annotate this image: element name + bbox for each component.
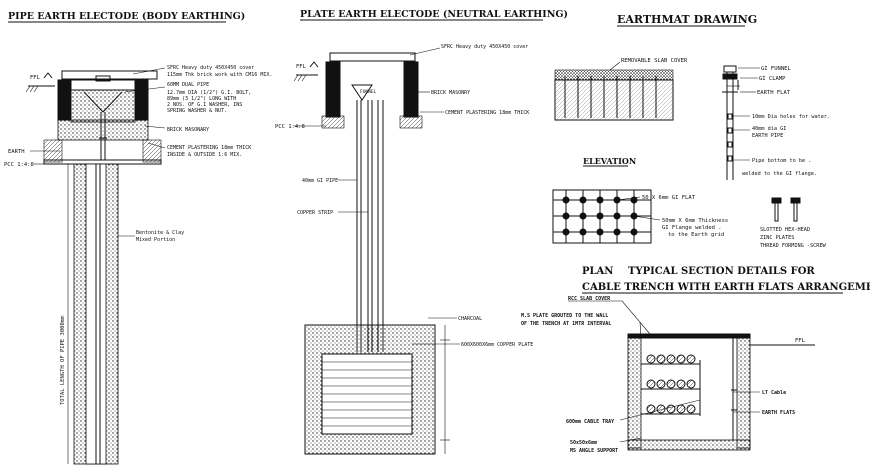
plate-electrode-drawing (293, 47, 460, 455)
angle-support-label-1: 50x50x6mm (570, 440, 597, 446)
slab-cover-label: REMOVABLE SLAB COVER (621, 58, 688, 64)
pipe-plaster-label-1: CEMENT PLASTERING 18mm THICK (167, 145, 251, 151)
earthmat-title: EARTHMAT DRAWING (617, 13, 757, 26)
pipe-bolt-label-3: 2 NOS. OF G.I WASHER, INS (167, 102, 242, 108)
pipe-cover-label: SFRC Heavy duty 450X450 cover (167, 65, 254, 71)
plate-electrode-labels: FFL SFRC Heavy duty 450X450 cover BRICK … (275, 44, 533, 348)
pipe-bolt-label-2: 89mm (3 1/2") LONG WITH (167, 96, 236, 102)
bolt-label-2: ZINC PLATES (760, 235, 794, 241)
bolt-label-3: THREAD FORMING -SCREW (760, 243, 826, 249)
bolt-label-1: SLOTTED HEX-HEAD (760, 227, 810, 233)
flange-label-2: GI Flange welded . (662, 225, 722, 231)
plate-strip-label: COPPER STRIP (297, 210, 333, 216)
flange-label-1: 50mm X 6mm Thickness (662, 218, 728, 224)
trench-plate-label-2: OF THE TRENCH AT 1MTR INTERVAL (521, 321, 611, 327)
gi-funnel-label: GI FUNNEL (761, 66, 791, 72)
earth-flats-label: EARTH FLATS (762, 410, 795, 416)
pipe-length-label: TOTAL LENGTH OF PIPE 3000mm (60, 315, 66, 405)
grid-nodes (562, 196, 638, 236)
pipe-plaster-label-2: INSIDE & OUTSIDE 1:6 MIX. (167, 152, 242, 158)
pipe-electrode-title: PIPE EARTH ELECTODE (BODY EARTHING) (8, 11, 245, 22)
earthmat-elevation-labels: REMOVABLE SLAB COVER GI FUNNEL GI CLAMP … (621, 58, 830, 177)
plate-plaster-label: CEMENT PLASTERING 18mm THICK (445, 110, 529, 116)
angle-support-label-2: MS ANGLE SUPPORT (570, 448, 618, 454)
earth-flat-label: EARTH FLAT (757, 90, 791, 96)
pipe-brickwork-label: 115mm Thk brick work with CM16 MIX. (167, 72, 272, 78)
cable-trench-drawing (568, 300, 815, 451)
pipe-bolt-label-1: 12.7mm DIA (1/2") G.I. BOLT, (167, 90, 251, 96)
gi-flat-label: 50 X 6mm GI FLAT (642, 195, 696, 201)
pipe-pcc-label: PCC 1:4:8 (4, 162, 34, 168)
cable-trench-labels: RCC SLAB COVER M.S PLATE GROUTED TO THE … (521, 296, 806, 454)
plan-title: PLAN (582, 266, 613, 277)
pipe-bottom-label-2: welded to the GI flange. (742, 171, 817, 177)
pipe-bentonite-label-2: Mixed Portion (136, 237, 175, 243)
plate-pcc-label: PCC 1:4:8 (275, 124, 305, 130)
pipe-masonry-label: BRICK MASONARY (167, 127, 209, 133)
flange-label-3: to the Earth grid (668, 232, 724, 238)
pipe-electrode-labels: FFL SFRC Heavy duty 450X450 cover 115mm … (4, 65, 272, 405)
water-holes-label: 10mm Dia holes for water. (752, 114, 830, 120)
section-title-line-1: TYPICAL SECTION DETAILS FOR (628, 266, 815, 277)
plate-copper-plate-label: 600X600X6mm COPPER PLATE (461, 342, 533, 348)
section-title-line-2: CABLE TRENCH WITH EARTH FLATS ARRANGEMEN… (582, 282, 870, 293)
lt-cable-label: LT Cable (762, 390, 786, 396)
pipe-ffl-label: FFL (30, 75, 41, 81)
earthmat-elevation-drawing (554, 61, 760, 180)
pipe-earth-label: EARTH (8, 149, 25, 155)
earthmat-plan-labels: 50 X 6mm GI FLAT 50mm X 6mm Thickness GI… (642, 195, 826, 249)
cable-tray-label: 600mm CABLE TRAY (566, 419, 614, 425)
cables (646, 354, 696, 414)
plate-ffl-label: FFL (296, 64, 307, 70)
trench-plate-label-1: M.S PLATE GROUTED TO THE WALL (521, 313, 608, 319)
pipe-bolt-label-4: SPRING WASHER & NUT. (167, 108, 227, 114)
gi-clamp-label: GI CLAMP (759, 76, 786, 82)
pipe-dual-pipe-label: 60MM DUAL PIPE (167, 82, 209, 88)
gi-pipe-label-1: 40mm dia GI (752, 126, 786, 132)
titles: PIPE EARTH ELECTODE (BODY EARTHING) PLAT… (8, 9, 870, 294)
plate-gi-pipe-label: 40mm GI PIPE (302, 178, 338, 184)
plate-cover-label: SFRC Heavy duty 450X450 cover (441, 44, 528, 50)
elevation-rods (564, 76, 657, 118)
earthmat-plan-drawing (552, 189, 801, 244)
trench-ffl-label: FFL (795, 338, 806, 344)
pipe-electrode-drawing (25, 67, 166, 465)
pipe-bottom-label-1: Pipe bottom to be . (752, 158, 811, 164)
plate-charcoal-label: CHARCOAL (458, 316, 482, 322)
plate-electrode-title: PLATE EARTH ELECTODE (NEUTRAL EARTHING) (300, 9, 568, 20)
plate-masonry-label: BRICK MASONRY (431, 90, 470, 96)
elevation-title: ELEVATION (583, 156, 636, 166)
gi-pipe-label-2: EARTH PIPE (752, 133, 783, 139)
trench-cover-label: RCC SLAB COVER (568, 296, 611, 302)
copper-plate-lines (322, 361, 412, 427)
pipe-bentonite-label-1: Bentonite & Clay (136, 230, 184, 236)
plate-funnel-label: FUNNEL (360, 89, 377, 95)
